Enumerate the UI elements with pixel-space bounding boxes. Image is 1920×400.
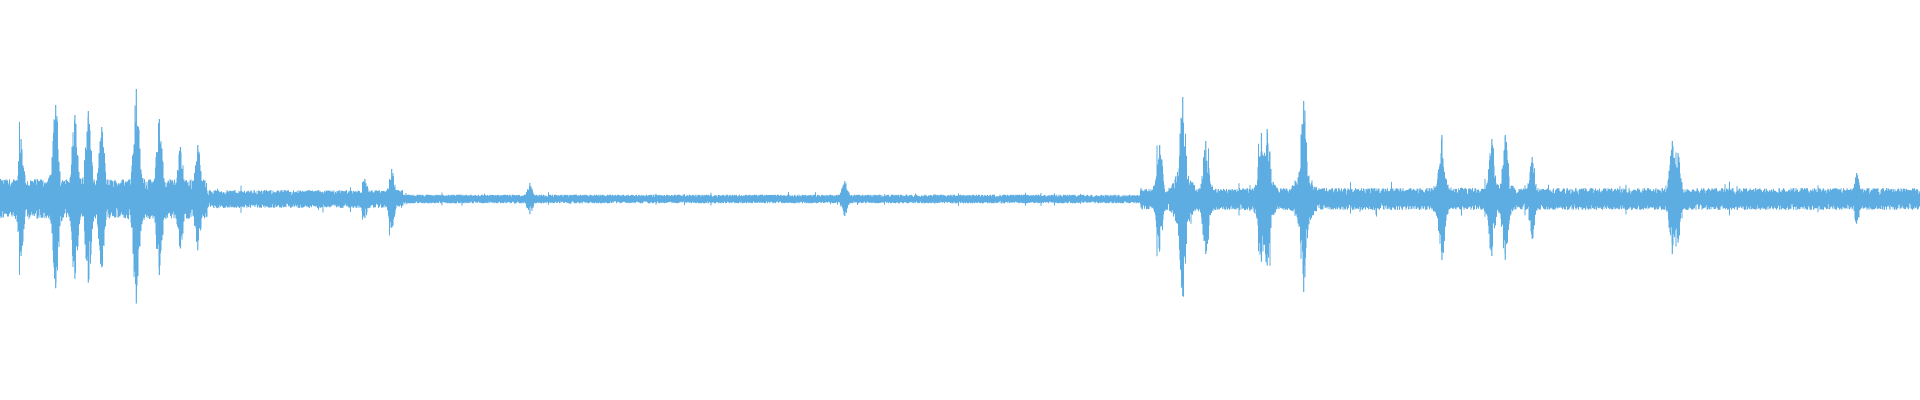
waveform-path <box>0 105 1920 297</box>
